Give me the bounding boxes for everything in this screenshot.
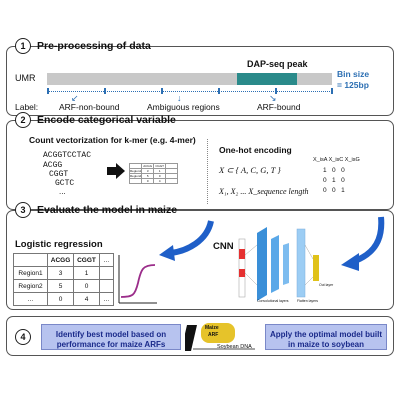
label-ambiguous-regions: Ambiguous regions (147, 102, 220, 112)
bin-tick (275, 88, 277, 94)
arrow-icon: ↘ (269, 93, 277, 103)
table-cell: Region2 (13, 279, 48, 293)
bin-tick (161, 88, 163, 94)
dap-seq-peak-label: DAP-seq peak (247, 59, 308, 69)
step-number-2: 2 (15, 112, 31, 128)
table-cell: 5 (47, 279, 74, 293)
arf-label: ARF (208, 332, 219, 338)
bin-size-value: = 125bp (337, 80, 369, 90)
curved-arrow-icon (159, 220, 214, 261)
curved-arrow-icon (341, 216, 385, 271)
onehot-alphabet-formula: X ⊂ { A, C, G, T } (219, 165, 281, 175)
maize-to-soybean-icon (185, 323, 255, 351)
count-vectorization-heading: Count vectorization for k-mer (e.g. 4-me… (29, 135, 196, 145)
bin-size-label: Bin size (337, 69, 370, 79)
bin-tick (104, 88, 106, 94)
table-cell (99, 266, 114, 280)
cnn-conv-label: Convolutional layers (257, 299, 289, 303)
dap-seq-peak-segment (237, 73, 297, 85)
onehot-row-3: 0 0 1 (323, 187, 345, 194)
kmer-count-table: ACGG CGGT ... Region1 3 1 Region2 5 0 ..… (13, 253, 114, 306)
label-arf-bound: ARF-bound (257, 102, 301, 112)
umr-label: UMR (15, 73, 36, 83)
kmer-1: ACGG (43, 161, 63, 170)
apply-optimal-model-box: Apply the optimal model built in maize t… (265, 324, 387, 350)
step-number-1: 1 (15, 38, 31, 54)
table-cell: Region1 (13, 266, 48, 280)
label-heading: Label: (15, 102, 39, 112)
arrow-icon: ↙ (71, 93, 79, 103)
table-cell (99, 279, 114, 293)
onehot-columns: X_isA X_isC X_isG (313, 157, 360, 163)
table-cell: 0 (47, 292, 74, 306)
table-cell: 4 (73, 292, 100, 306)
onehot-row-2: 0 1 0 (323, 177, 345, 184)
soybean-dna-label: Soybean DNA (217, 344, 252, 350)
bin-tick (47, 88, 49, 94)
table-row: Region2 5 0 (13, 279, 114, 293)
cnn-out-label: Out layer (319, 283, 334, 287)
cnn-architecture-diagram (238, 227, 319, 301)
bin-tick (331, 88, 333, 94)
label-arf-non-bound: ARF-non-bound (59, 102, 120, 112)
table-cell (13, 253, 48, 267)
preprocessing-panel: 1 Pre-processing of data UMR DAP-seq pea… (6, 38, 394, 116)
table-cell: ... (99, 253, 114, 267)
bin-dotted-line (47, 91, 332, 92)
cnn-heading: CNN (213, 241, 234, 252)
application-panel: 4 Identify best model based on performan… (6, 316, 394, 356)
panel-title-3: Evaluate the model in maize (37, 204, 178, 216)
panel-title-2: Encode categorical variable (37, 114, 176, 126)
kmer-3: GCTC (55, 179, 75, 188)
table-cell: 0 (73, 279, 100, 293)
table-cell: ... (13, 292, 48, 306)
arrow-right-icon (107, 163, 125, 179)
onehot-sequence-formula: X₁, X₂ ... X_sequence length (219, 187, 309, 196)
identify-best-model-box: Identify best model based on performance… (41, 324, 181, 350)
table-row: Region1 3 1 (13, 266, 114, 280)
table-cell: ... (99, 292, 114, 306)
bin-tick (218, 88, 220, 94)
encoding-panel: 2 Encode categorical variable Count vect… (6, 112, 394, 210)
table-cell: 3 (47, 266, 74, 280)
kmer-2: CGGT (49, 170, 69, 179)
step-number-3: 3 (15, 202, 31, 218)
cnn-flatten-label: Flatten layers (297, 299, 319, 303)
dna-sequence: ACGGTCCTAC (43, 151, 92, 160)
step-number-4: 4 (15, 329, 31, 345)
maize-label: Maize (205, 325, 219, 331)
logistic-regression-heading: Logistic regression (15, 239, 103, 250)
table-cell: ACGG (47, 253, 74, 267)
table-cell: CGGT (73, 253, 100, 267)
kmer-ellipsis: ... (59, 187, 66, 196)
arrow-icon: ↓ (177, 93, 182, 103)
table-cell: 1 (73, 266, 100, 280)
panel2-divider (207, 139, 208, 204)
onehot-heading: One-hot encoding (219, 145, 292, 155)
evaluation-panel: 3 Evaluate the model in maize Logistic r… (6, 202, 394, 310)
sigmoid-curve-plot (118, 255, 157, 304)
panel-title-1: Pre-processing of data (37, 40, 151, 52)
table-row: ... 0 4 ... (13, 292, 114, 306)
onehot-row-1: 1 0 0 (323, 167, 345, 174)
